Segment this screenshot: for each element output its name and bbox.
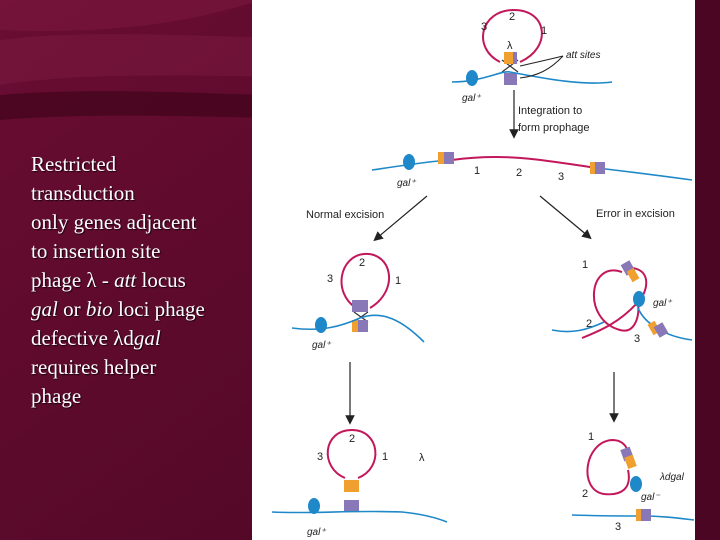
text-line: transduction	[31, 179, 253, 208]
error-excision-label: Error in excision	[596, 208, 675, 220]
normal-excision-arrow	[377, 196, 427, 238]
text-line: Restricted	[31, 150, 253, 179]
text-line: gal or bio loci phage	[31, 295, 253, 324]
stage-prophage	[372, 152, 692, 180]
text-line: phage	[31, 382, 253, 411]
label-num: 2	[349, 433, 355, 445]
label-num: 2	[516, 167, 522, 179]
error-excision-arrow	[540, 196, 588, 236]
label-num: 3	[481, 21, 487, 33]
gal-gene-icon	[308, 498, 320, 514]
gal-minus-label: gal⁻	[641, 492, 660, 503]
label-num: 1	[474, 165, 480, 177]
label-num: 1	[541, 25, 547, 37]
gal-plus-label: gal⁺	[653, 298, 672, 309]
lambda-dgal-label: λdgal	[659, 472, 685, 483]
lambda-label: λ	[507, 40, 513, 52]
gal-plus-label: gal⁺	[312, 340, 331, 351]
text-line: to insertion site	[31, 237, 253, 266]
text-line: defective λdgal	[31, 324, 253, 353]
slide-text: Restricted transduction only genes adjac…	[31, 150, 253, 411]
gal-gene-icon	[466, 70, 478, 86]
gal-gene-icon	[315, 317, 327, 333]
label-num: 3	[317, 451, 323, 463]
label-num: 2	[509, 11, 515, 23]
label-num: 1	[588, 431, 594, 443]
form-prophage-label: form prophage	[518, 122, 590, 134]
label-num: 3	[634, 333, 640, 345]
gal-plus-label: gal⁺	[307, 527, 326, 538]
text-line: phage λ - att locus	[31, 266, 253, 295]
label-num: 1	[582, 259, 588, 271]
att-sites-label: att sites	[566, 50, 600, 61]
label-num: 2	[359, 257, 365, 269]
integration-label: Integration to	[518, 105, 582, 117]
label-num: 1	[382, 451, 388, 463]
transduction-diagram: 3 2 1 λ att sites gal⁺ Integration to fo…	[252, 0, 695, 540]
text-line: requires helper	[31, 353, 253, 382]
gal-gene-icon	[403, 154, 415, 170]
label-num: 3	[615, 521, 621, 533]
lambda-label: λ	[419, 452, 425, 464]
gal-gene-icon	[630, 476, 642, 492]
gal-plus-label: gal⁺	[462, 93, 481, 104]
label-num: 3	[558, 171, 564, 183]
label-num: 2	[582, 488, 588, 500]
gal-gene-icon	[633, 291, 645, 307]
stage-normal-excision	[292, 254, 424, 342]
stage-lambda	[272, 430, 447, 522]
label-num: 3	[327, 273, 333, 285]
normal-excision-label: Normal excision	[306, 209, 384, 221]
text-line: only genes adjacent	[31, 208, 253, 237]
stage-phage-circle	[452, 10, 612, 86]
label-num: 1	[395, 275, 401, 287]
label-num: 2	[586, 318, 592, 330]
gal-plus-label: gal⁺	[397, 178, 416, 189]
